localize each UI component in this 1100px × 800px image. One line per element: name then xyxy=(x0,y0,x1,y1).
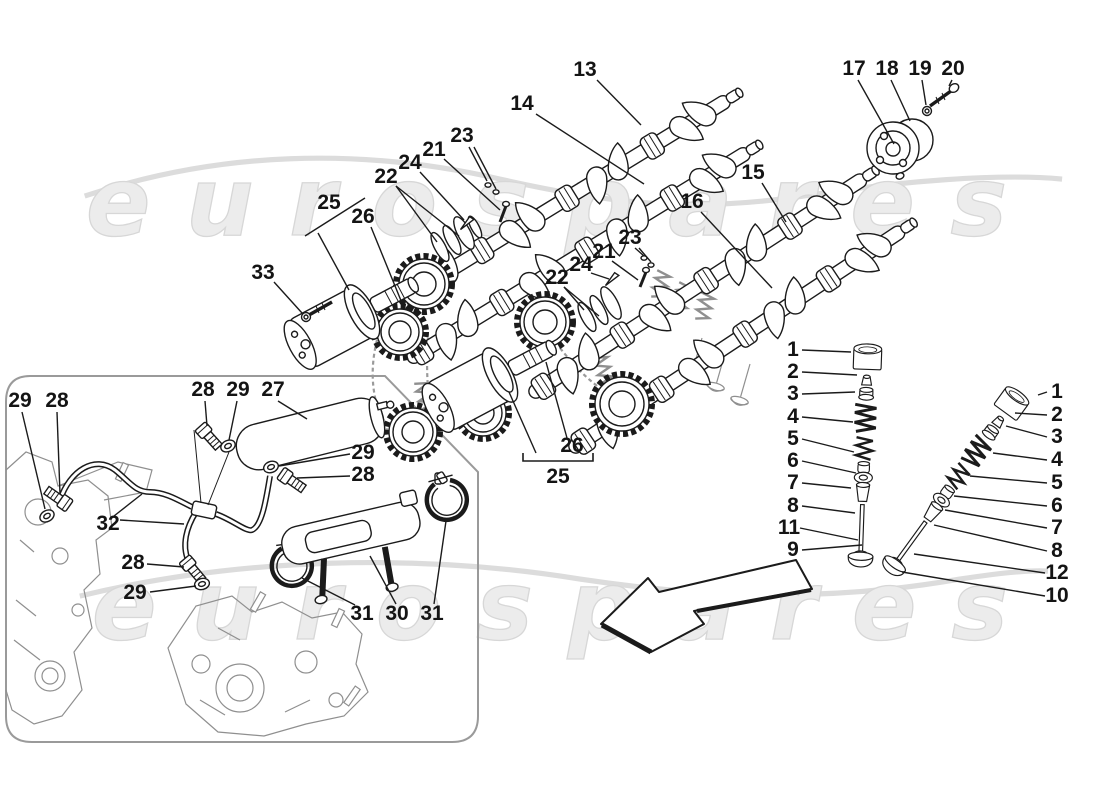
inset-box xyxy=(5,375,479,743)
part-callout-24: 24 xyxy=(398,151,422,174)
part-callout-20: 20 xyxy=(941,57,965,80)
part-callout-25: 25 xyxy=(546,465,570,488)
part-callout-26: 26 xyxy=(560,434,584,457)
part-callout-17: 17 xyxy=(842,57,866,80)
part-callout-30: 30 xyxy=(385,602,409,625)
part-callout-22: 22 xyxy=(374,165,398,188)
part-callout-27: 27 xyxy=(261,378,285,401)
part-callout-4: 4 xyxy=(1051,448,1063,471)
part-callout-3: 3 xyxy=(1051,425,1063,448)
part-callout-7: 7 xyxy=(1051,516,1063,539)
oil-reservoir-cylinder xyxy=(235,396,395,471)
part-callout-15: 15 xyxy=(741,161,765,184)
part-callout-33: 33 xyxy=(251,261,275,284)
direction-arrow xyxy=(600,559,813,655)
part-callout-29: 29 xyxy=(123,581,147,604)
union-bolt-28-top xyxy=(194,420,225,453)
part-callout-32: 32 xyxy=(96,512,120,535)
part-callout-28: 28 xyxy=(121,551,145,574)
part-callout-1: 1 xyxy=(787,338,799,361)
part-callout-5: 5 xyxy=(787,427,799,450)
part-callout-31: 31 xyxy=(350,602,374,625)
part-callout-19: 19 xyxy=(908,57,932,80)
variator-bolt xyxy=(300,300,333,323)
part-callout-29: 29 xyxy=(8,389,32,412)
part-callout-18: 18 xyxy=(875,57,899,80)
part-callout-29: 29 xyxy=(351,441,375,464)
part-callout-11: 11 xyxy=(777,516,801,539)
cam-variator-front xyxy=(275,279,388,378)
part-callout-6: 6 xyxy=(1051,494,1063,517)
part-callout-25: 25 xyxy=(317,191,341,214)
part-callout-21: 21 xyxy=(422,138,446,161)
part-callout-29: 29 xyxy=(226,378,250,401)
part-callout-16: 16 xyxy=(680,190,704,213)
part-callout-12: 12 xyxy=(1045,561,1069,584)
part-callout-7: 7 xyxy=(787,471,799,494)
part-callout-28: 28 xyxy=(351,463,375,486)
part-callout-26: 26 xyxy=(351,205,375,228)
seal-rings-rear xyxy=(577,255,655,333)
part-callout-22: 22 xyxy=(545,266,569,289)
part-callout-5: 5 xyxy=(1051,471,1063,494)
part-callout-8: 8 xyxy=(1051,539,1063,562)
part-callout-21: 21 xyxy=(592,240,616,263)
gasket-29-top xyxy=(218,437,238,455)
part-callout-10: 10 xyxy=(1045,584,1069,607)
part-callout-14: 14 xyxy=(510,92,534,115)
part-callout-3: 3 xyxy=(787,382,799,405)
seal-rings-front xyxy=(430,182,511,263)
part-callout-4: 4 xyxy=(787,405,799,428)
part-callout-23: 23 xyxy=(618,226,642,249)
part-callout-6: 6 xyxy=(787,449,799,472)
heat-shield-30 xyxy=(281,489,421,605)
part-callout-2: 2 xyxy=(787,360,799,383)
watermark-text-bottom: eurospares xyxy=(92,552,1012,662)
union-bolt-28-mid xyxy=(275,466,309,496)
part-callout-24: 24 xyxy=(569,253,593,276)
exhaust-clamp-31-right xyxy=(419,466,472,525)
part-callout-1: 1 xyxy=(1051,380,1063,403)
valve-stack-intake xyxy=(844,342,884,569)
part-callout-8: 8 xyxy=(787,494,799,517)
union-bolt-28-left xyxy=(41,483,75,513)
part-callout-28: 28 xyxy=(191,378,215,401)
callout-leader-lines xyxy=(21,79,1048,606)
part-callout-28: 28 xyxy=(45,389,69,412)
part-callout-31: 31 xyxy=(420,602,444,625)
gasket-29-left xyxy=(37,506,57,526)
part-callout-23: 23 xyxy=(450,124,474,147)
part-callout-13: 13 xyxy=(573,58,597,81)
part-callout-9: 9 xyxy=(787,538,799,561)
engine-block-center-sketch xyxy=(167,591,369,737)
part-callout-2: 2 xyxy=(1051,403,1063,426)
